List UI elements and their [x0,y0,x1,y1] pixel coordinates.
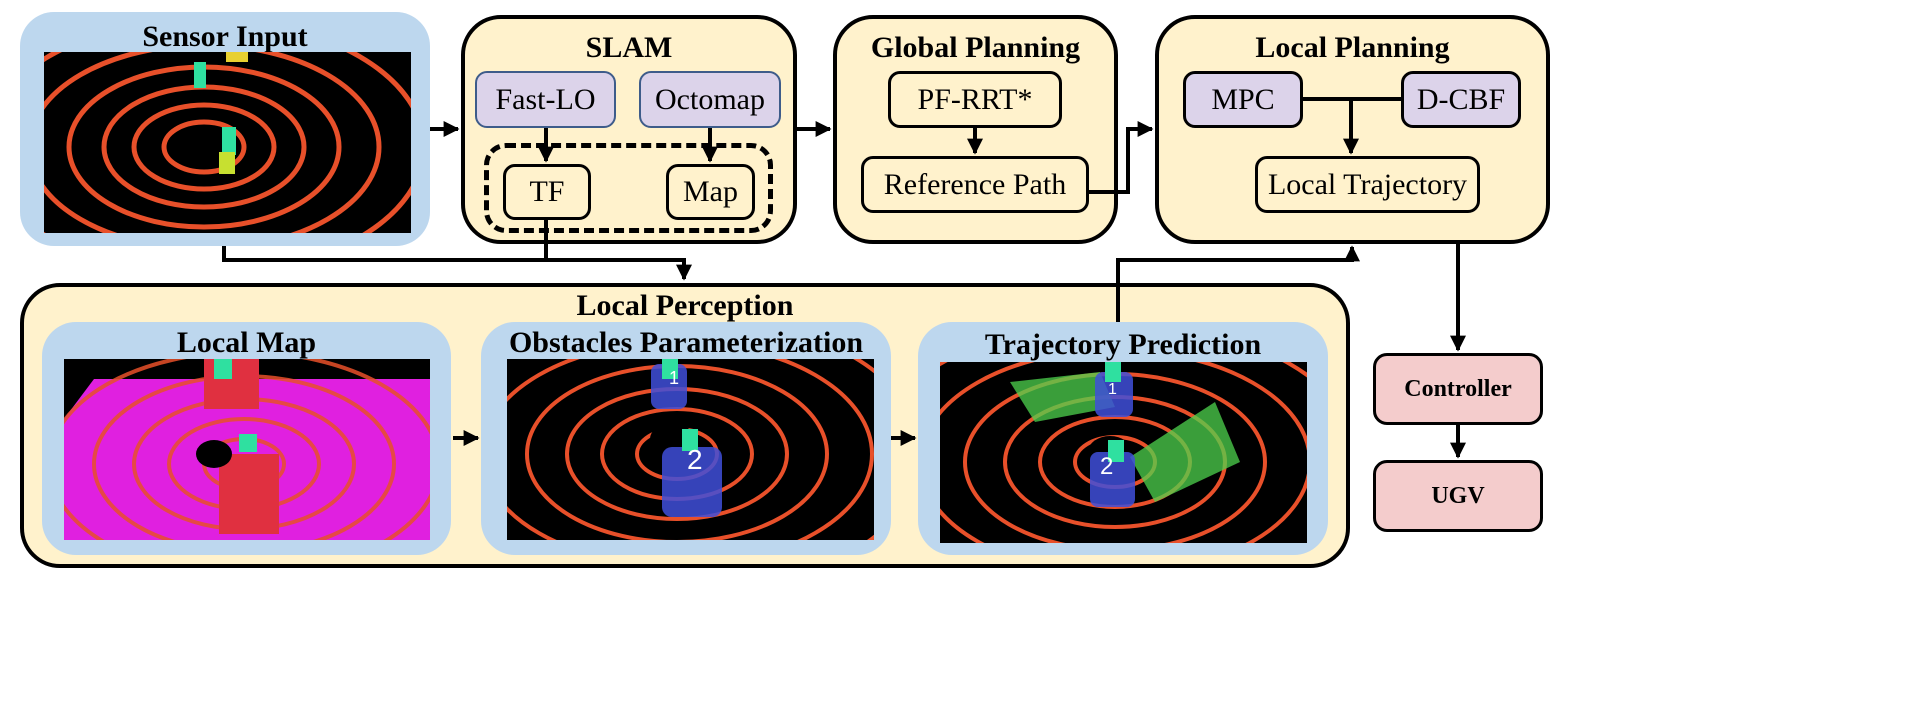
local-map-title: Local Map [176,326,317,359]
tf-node: TF [503,164,591,220]
controller-node: Controller [1373,353,1543,425]
obstacle-label-2: 2 [687,444,703,475]
global-planning-title: Global Planning [870,31,1081,64]
reference-path-node: Reference Path [861,156,1089,213]
obstacles-panel: Obstacles Parameterization 1 2 [481,322,891,555]
obstacles-title: Obstacles Parameterization [508,326,864,359]
fast-lo-node: Fast-LO [475,71,616,128]
prediction-label-1: 1 [1108,381,1117,398]
map-node: Map [666,164,755,220]
ugv-node: UGV [1373,460,1543,532]
sensor-input-panel: Sensor Input [20,12,430,246]
lidar-scan-image [44,52,411,233]
arrow-prediction-to-local-planning [1116,245,1360,322]
pf-rrt-node: PF-RRT* [888,71,1062,128]
trajectory-prediction-title: Trajectory Prediction [984,328,1262,361]
local-map-image [64,359,430,540]
obstacles-image: 1 2 [507,359,874,540]
octomap-node: Octomap [639,71,781,128]
mpc-node: MPC [1183,71,1303,128]
prediction-label-2: 2 [1100,453,1113,480]
arrow-refpath-to-local [1089,121,1154,194]
slam-output-group [484,143,773,233]
local-perception-title: Local Perception [576,289,794,322]
obstacle-label-1: 1 [669,368,679,388]
trajectory-prediction-image: 1 2 [940,362,1307,543]
local-planning-title: Local Planning [1255,31,1450,64]
trajectory-prediction-panel: Trajectory Prediction 1 2 [918,322,1328,555]
sensor-input-title: Sensor Input [142,20,308,53]
local-map-panel: Local Map [42,322,451,555]
local-trajectory-node: Local Trajectory [1255,156,1480,213]
arrow-sensor-to-perception [222,246,692,281]
dcbf-node: D-CBF [1401,71,1521,128]
slam-title: SLAM [585,31,673,64]
